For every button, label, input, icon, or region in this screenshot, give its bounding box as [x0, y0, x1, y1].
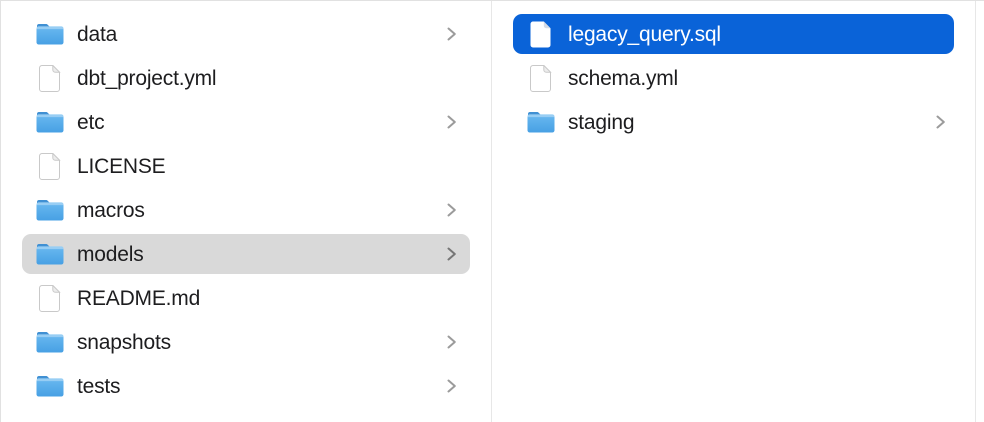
- chevron-right-icon: [446, 378, 457, 394]
- folder-row-etc[interactable]: etc: [1, 100, 491, 144]
- chevron-right-icon: [446, 26, 457, 42]
- item-label: staging: [568, 110, 635, 134]
- folder-icon: [36, 240, 64, 268]
- file-icon: [527, 20, 555, 48]
- item-label: data: [77, 22, 118, 46]
- item-label: legacy_query.sql: [568, 22, 721, 46]
- item-label: etc: [77, 110, 105, 134]
- folder-row-data[interactable]: data: [1, 12, 491, 56]
- file-row-readme-md[interactable]: README.md: [1, 276, 491, 320]
- file-row-legacy-query-sql[interactable]: legacy_query.sql: [492, 12, 975, 56]
- chevron-right-icon: [446, 334, 457, 350]
- file-icon: [36, 64, 64, 92]
- right-gutter: [976, 1, 984, 422]
- item-label: README.md: [77, 286, 201, 310]
- file-icon: [36, 152, 64, 180]
- file-row-dbt-project-yml[interactable]: dbt_project.yml: [1, 56, 491, 100]
- folder-row-staging[interactable]: staging: [492, 100, 975, 144]
- folder-row-macros[interactable]: macros: [1, 188, 491, 232]
- folder-row-tests[interactable]: tests: [1, 364, 491, 408]
- item-label: schema.yml: [568, 66, 679, 90]
- selection-highlight: [22, 234, 470, 274]
- folder-row-models[interactable]: models: [1, 232, 491, 276]
- file-row-schema-yml[interactable]: schema.yml: [492, 56, 975, 100]
- column-models-contents[interactable]: legacy_query.sql schema.yml staging: [492, 1, 975, 422]
- folder-icon: [527, 108, 555, 136]
- column-project-root[interactable]: data dbt_project.yml etc: [1, 1, 491, 422]
- chevron-right-icon: [446, 114, 457, 130]
- item-label: tests: [77, 374, 121, 398]
- chevron-right-icon: [446, 246, 457, 262]
- folder-icon: [36, 196, 64, 224]
- folder-icon: [36, 372, 64, 400]
- folder-icon: [36, 108, 64, 136]
- file-icon: [527, 64, 555, 92]
- item-label: macros: [77, 198, 145, 222]
- folder-icon: [36, 20, 64, 48]
- chevron-right-icon: [446, 202, 457, 218]
- folder-icon: [36, 328, 64, 356]
- column-divider: [491, 1, 492, 422]
- chevron-right-icon: [935, 114, 946, 130]
- item-label: models: [77, 242, 144, 266]
- selection-highlight: [513, 14, 954, 54]
- column-divider: [975, 1, 976, 422]
- item-label: LICENSE: [77, 154, 166, 178]
- file-icon: [36, 284, 64, 312]
- item-label: snapshots: [77, 330, 171, 354]
- file-row-license[interactable]: LICENSE: [1, 144, 491, 188]
- folder-row-snapshots[interactable]: snapshots: [1, 320, 491, 364]
- item-label: dbt_project.yml: [77, 66, 217, 90]
